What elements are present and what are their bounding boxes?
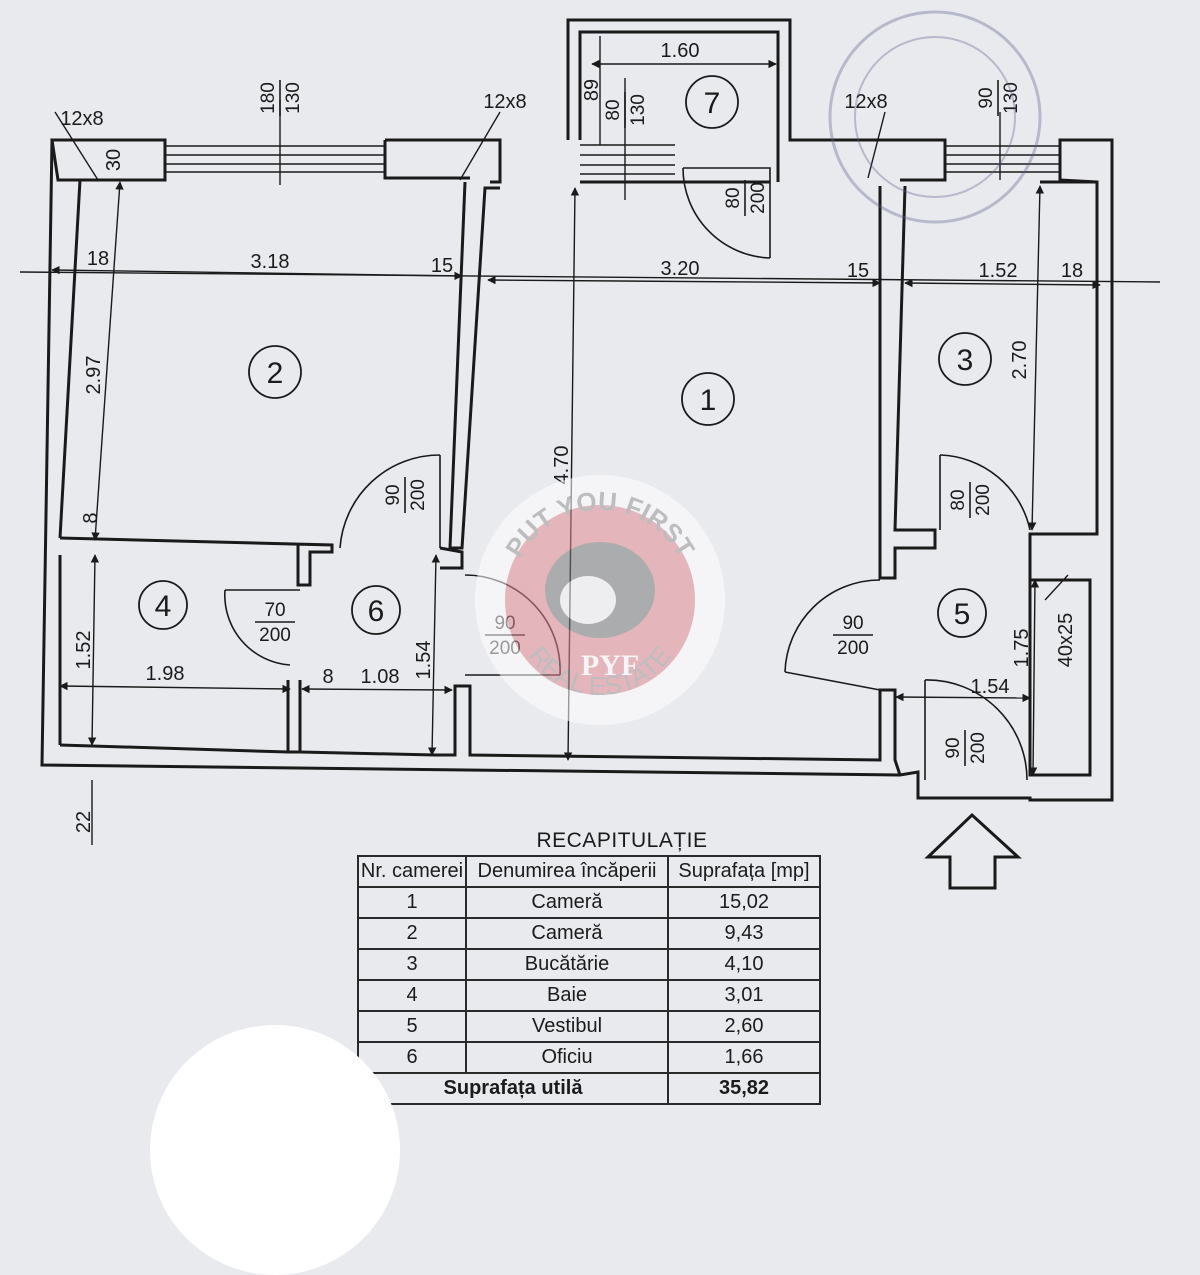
cell-nr: 4	[357, 979, 467, 1012]
cell-area: 15,02	[667, 886, 821, 919]
cell-nr: 2	[357, 917, 467, 950]
entrance-arrow-icon	[924, 812, 1022, 890]
cell-area: 2,60	[667, 1010, 821, 1043]
svg-text:80: 80	[603, 99, 624, 120]
svg-text:180: 180	[258, 82, 279, 114]
cell-nr: 5	[357, 1010, 467, 1043]
svg-text:1.60: 1.60	[661, 40, 700, 62]
watermark-logo: PUT YOU FIRST REAL ESTATE PYF	[475, 475, 725, 725]
svg-text:6: 6	[368, 595, 385, 628]
recap-title: RECAPITULAȚIE	[536, 829, 708, 852]
recap-table: Nr. camerei Denumirea încăperii Suprafaț…	[357, 855, 821, 1105]
table-row: 5 Vestibul 2,60	[357, 1010, 821, 1043]
windows	[165, 144, 1060, 175]
svg-text:18: 18	[87, 248, 109, 270]
cell-area: 4,10	[667, 948, 821, 981]
svg-text:7: 7	[704, 87, 721, 120]
cell-name: Oficiu	[465, 1041, 669, 1074]
total-label: Suprafața utilă	[357, 1072, 669, 1105]
svg-text:80: 80	[723, 187, 744, 208]
svg-text:8: 8	[322, 666, 333, 688]
svg-text:1.54: 1.54	[413, 641, 435, 680]
table-row: 3 Bucătărie 4,10	[357, 948, 821, 981]
svg-text:200: 200	[968, 732, 989, 764]
white-overlay-circle	[150, 1025, 400, 1275]
svg-text:22: 22	[73, 811, 95, 833]
svg-text:2: 2	[267, 357, 284, 390]
svg-text:3.20: 3.20	[661, 258, 700, 280]
room-numbers: 1 2 3 4 5 6 7	[138, 75, 992, 638]
svg-text:1.98: 1.98	[146, 663, 185, 685]
cell-nr: 3	[357, 948, 467, 981]
svg-text:1.75: 1.75	[1011, 629, 1033, 668]
cell-area: 1,66	[667, 1041, 821, 1074]
svg-text:200: 200	[259, 625, 291, 646]
svg-text:130: 130	[1001, 82, 1022, 114]
svg-text:1.08: 1.08	[361, 666, 400, 688]
svg-text:PYF: PYF	[581, 649, 639, 682]
svg-text:90: 90	[976, 87, 997, 108]
svg-text:12x8: 12x8	[60, 108, 103, 130]
cell-nr: 1	[357, 886, 467, 919]
table-header-row: Nr. camerei Denumirea încăperii Suprafaț…	[357, 855, 821, 888]
svg-text:4: 4	[155, 590, 172, 623]
cell-area: 9,43	[667, 917, 821, 950]
svg-text:3: 3	[957, 344, 974, 377]
header-room-name: Denumirea încăperii	[465, 855, 669, 888]
svg-text:200: 200	[837, 638, 869, 659]
table-row: 1 Cameră 15,02	[357, 886, 821, 919]
svg-text:80: 80	[948, 489, 969, 510]
table-row: 4 Baie 3,01	[357, 979, 821, 1012]
cell-area: 3,01	[667, 979, 821, 1012]
cell-name: Bucătărie	[465, 948, 669, 981]
svg-text:130: 130	[628, 94, 649, 126]
cell-nr: 6	[357, 1041, 467, 1074]
header-room-number: Nr. camerei	[357, 855, 467, 888]
svg-text:5: 5	[954, 598, 971, 631]
svg-text:8: 8	[80, 512, 102, 523]
svg-text:2.70: 2.70	[1009, 341, 1031, 380]
table-row: 2 Cameră 9,43	[357, 917, 821, 950]
total-value: 35,82	[667, 1072, 821, 1105]
dimension-labels: 1.60 3.18 3.20 1.52 18 15 15 18 1.98 1.0…	[60, 40, 1083, 833]
svg-text:200: 200	[973, 484, 994, 516]
svg-text:90: 90	[383, 484, 404, 505]
svg-text:3.18: 3.18	[251, 251, 290, 273]
cell-name: Baie	[465, 979, 669, 1012]
svg-text:90: 90	[943, 737, 964, 758]
table-row: 6 Oficiu 1,66	[357, 1041, 821, 1074]
svg-text:18: 18	[1061, 260, 1083, 282]
svg-text:2.97: 2.97	[83, 356, 105, 395]
svg-text:12x8: 12x8	[483, 91, 526, 113]
svg-text:12x8: 12x8	[844, 91, 887, 113]
svg-text:89: 89	[581, 79, 603, 101]
svg-text:15: 15	[431, 255, 453, 277]
official-stamp	[828, 10, 1042, 224]
svg-text:40x25: 40x25	[1055, 613, 1077, 668]
svg-text:1.52: 1.52	[73, 631, 95, 670]
dimension-lines	[19, 36, 1161, 845]
svg-text:1.54: 1.54	[971, 676, 1010, 698]
svg-text:15: 15	[847, 260, 869, 282]
cell-name: Vestibul	[465, 1010, 669, 1043]
header-area: Suprafața [mp]	[667, 855, 821, 888]
svg-text:1.52: 1.52	[979, 260, 1018, 282]
floor-plan: 1 2 3 4 5 6 7 1.60 3.18 3.20 1.52 18 15 …	[19, 18, 1161, 890]
window-labels: 180 130 80 130 90 130	[258, 80, 1022, 128]
svg-text:70: 70	[264, 600, 285, 621]
svg-text:130: 130	[283, 82, 304, 114]
total-row: Suprafața utilă 35,82	[357, 1072, 821, 1105]
cell-name: Cameră	[465, 917, 669, 950]
svg-text:1: 1	[700, 384, 717, 417]
cell-name: Cameră	[465, 886, 669, 919]
svg-text:200: 200	[748, 182, 769, 214]
svg-text:30: 30	[103, 149, 125, 171]
svg-text:200: 200	[408, 479, 429, 511]
svg-text:4.70: 4.70	[551, 446, 573, 485]
svg-text:90: 90	[842, 613, 863, 634]
